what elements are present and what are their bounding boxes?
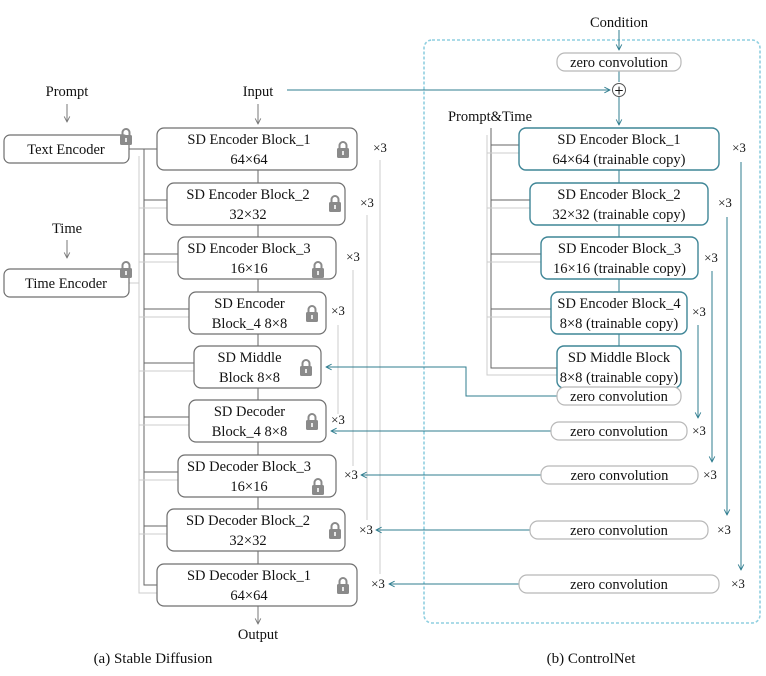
lock-icon: [119, 128, 133, 145]
cn-block-resolution: 16×16 (trainable copy): [553, 261, 686, 277]
cn-block-resolution: 8×8 (trainable copy): [560, 370, 679, 386]
zero-convolution: zero convolution ×3: [540, 465, 717, 485]
text-encoder-label: Text Encoder: [27, 142, 105, 158]
middle-injection-arrow: [326, 367, 557, 397]
repeat-multiplier: ×3: [331, 412, 345, 427]
sd-block-resolution: 64×64: [230, 588, 268, 604]
sd-block-resolution: 32×32: [229, 533, 266, 549]
output-label: Output: [238, 627, 278, 643]
connection-lines: [129, 30, 741, 594]
repeat-multiplier: ×3: [373, 140, 387, 155]
zero-convolution-label: zero convolution: [570, 577, 669, 593]
sd-block-title: SD Decoder Block_1: [187, 568, 311, 584]
caption-stable-diffusion: (a) Stable Diffusion: [94, 651, 213, 667]
repeat-multiplier: ×3: [717, 522, 731, 537]
repeat-multiplier: ×3: [371, 576, 385, 591]
zero-convolution-label: zero convolution: [570, 523, 669, 539]
trainable-copy-block: SD Encoder Block_1 64×64 (trainable copy)…: [518, 127, 746, 171]
sd-block: SD Encoder Block_1 64×64 ×3: [156, 127, 387, 171]
sd-block-title: SD Encoder Block_2: [186, 187, 309, 203]
repeat-multiplier: ×3: [732, 140, 746, 155]
sd-block-resolution: Block_4 8×8: [212, 316, 287, 332]
sd-block: SD Decoder Block_1 64×64 ×3: [156, 563, 385, 607]
zero-convolution-label: zero convolution: [570, 424, 669, 440]
sd-block: SD Encoder Block_2 32×32 ×3: [166, 182, 374, 226]
add-junction: +: [612, 83, 626, 98]
input-label: Input: [243, 84, 274, 100]
cn-block-title: SD Encoder Block_3: [558, 241, 681, 257]
sd-block-title: SD Decoder: [214, 404, 285, 420]
repeat-multiplier: ×3: [360, 195, 374, 210]
sd-block: SD Decoder Block_2 32×32 ×3: [166, 508, 373, 552]
repeat-multiplier: ×3: [704, 250, 718, 265]
stable-diffusion-blocks: SD Encoder Block_164×64×3SD Encoder Bloc…: [156, 127, 387, 607]
repeat-multiplier: ×3: [692, 304, 706, 319]
time-encoder: Time Encoder: [3, 261, 133, 298]
trainable-copy-block: SD Encoder Block_2 32×32 (trainable copy)…: [529, 182, 732, 226]
controlnet-blocks: SD Encoder Block_1 64×64 (trainable copy)…: [518, 127, 746, 389]
repeat-multiplier: ×3: [346, 249, 360, 264]
cn-bus-light: [486, 135, 557, 376]
lock-icon: [119, 261, 133, 278]
repeat-multiplier: ×3: [359, 522, 373, 537]
sd-block: SD Decoder Block_3 16×16 ×3: [177, 454, 358, 498]
cn-block-resolution: 64×64 (trainable copy): [553, 152, 686, 168]
sd-block-resolution: Block 8×8: [219, 370, 280, 386]
repeat-multiplier: ×3: [703, 467, 717, 482]
zero-convolution-label: zero convolution: [570, 389, 669, 405]
trainable-copy-block: SD Middle Block 8×8 (trainable copy): [556, 345, 682, 389]
sd-block-resolution: Block_4 8×8: [212, 424, 287, 440]
zero-convolution: zero convolution ×3: [518, 574, 745, 594]
zero-convolution: zero convolution ×3: [529, 520, 731, 540]
zero-convolution: zero convolution: [556, 386, 682, 406]
sd-block: SD Encoder Block_3 16×16 ×3: [177, 236, 360, 280]
condition-bus-light: [138, 156, 157, 594]
time-label: Time: [52, 221, 82, 237]
zero-convolution-label: zero convolution: [571, 468, 670, 484]
sd-block-title: SD Middle: [217, 350, 281, 366]
sd-block-resolution: 32×32: [229, 207, 266, 223]
cn-block-resolution: 8×8 (trainable copy): [560, 316, 679, 332]
zero-convolution: zero convolution: [556, 52, 682, 72]
repeat-multiplier: ×3: [718, 195, 732, 210]
condition-label: Condition: [590, 15, 649, 31]
cn-block-title: SD Middle Block: [568, 350, 671, 366]
caption-controlnet: (b) ControlNet: [547, 651, 637, 667]
cn-block-resolution: 32×32 (trainable copy): [553, 207, 686, 223]
plus-icon: +: [614, 84, 624, 98]
trainable-copy-block: SD Encoder Block_4 8×8 (trainable copy) ×3: [550, 291, 706, 335]
sd-block-title: SD Decoder Block_3: [187, 459, 311, 475]
sd-block-resolution: 16×16: [230, 479, 267, 495]
cn-block-title: SD Encoder Block_4: [557, 296, 681, 312]
repeat-multiplier: ×3: [731, 576, 745, 591]
controlnet-frame: [423, 39, 761, 624]
trainable-copy-block: SD Encoder Block_3 16×16 (trainable copy)…: [540, 236, 718, 280]
time-encoder-label: Time Encoder: [25, 276, 107, 292]
sd-block-title: SD Encoder: [214, 296, 285, 312]
zero-convolution-label: zero convolution: [570, 55, 669, 71]
sd-block-title: SD Encoder Block_1: [187, 132, 310, 148]
repeat-multiplier: ×3: [344, 467, 358, 482]
sd-block-resolution: 64×64: [230, 152, 268, 168]
zero-convolution: zero convolution ×3: [550, 421, 706, 441]
sd-block-resolution: 16×16: [230, 261, 267, 277]
cn-block-title: SD Encoder Block_2: [557, 187, 680, 203]
condition-bus-dark: [143, 149, 157, 586]
prompt-time-label: Prompt&Time: [448, 109, 532, 125]
sd-block-title: SD Encoder Block_3: [187, 241, 310, 257]
repeat-multiplier: ×3: [331, 303, 345, 318]
prompt-label: Prompt: [46, 84, 89, 100]
text-encoder: Text Encoder: [3, 128, 133, 164]
sd-block-title: SD Decoder Block_2: [186, 513, 310, 529]
cn-block-title: SD Encoder Block_1: [557, 132, 680, 148]
repeat-multiplier: ×3: [692, 423, 706, 438]
